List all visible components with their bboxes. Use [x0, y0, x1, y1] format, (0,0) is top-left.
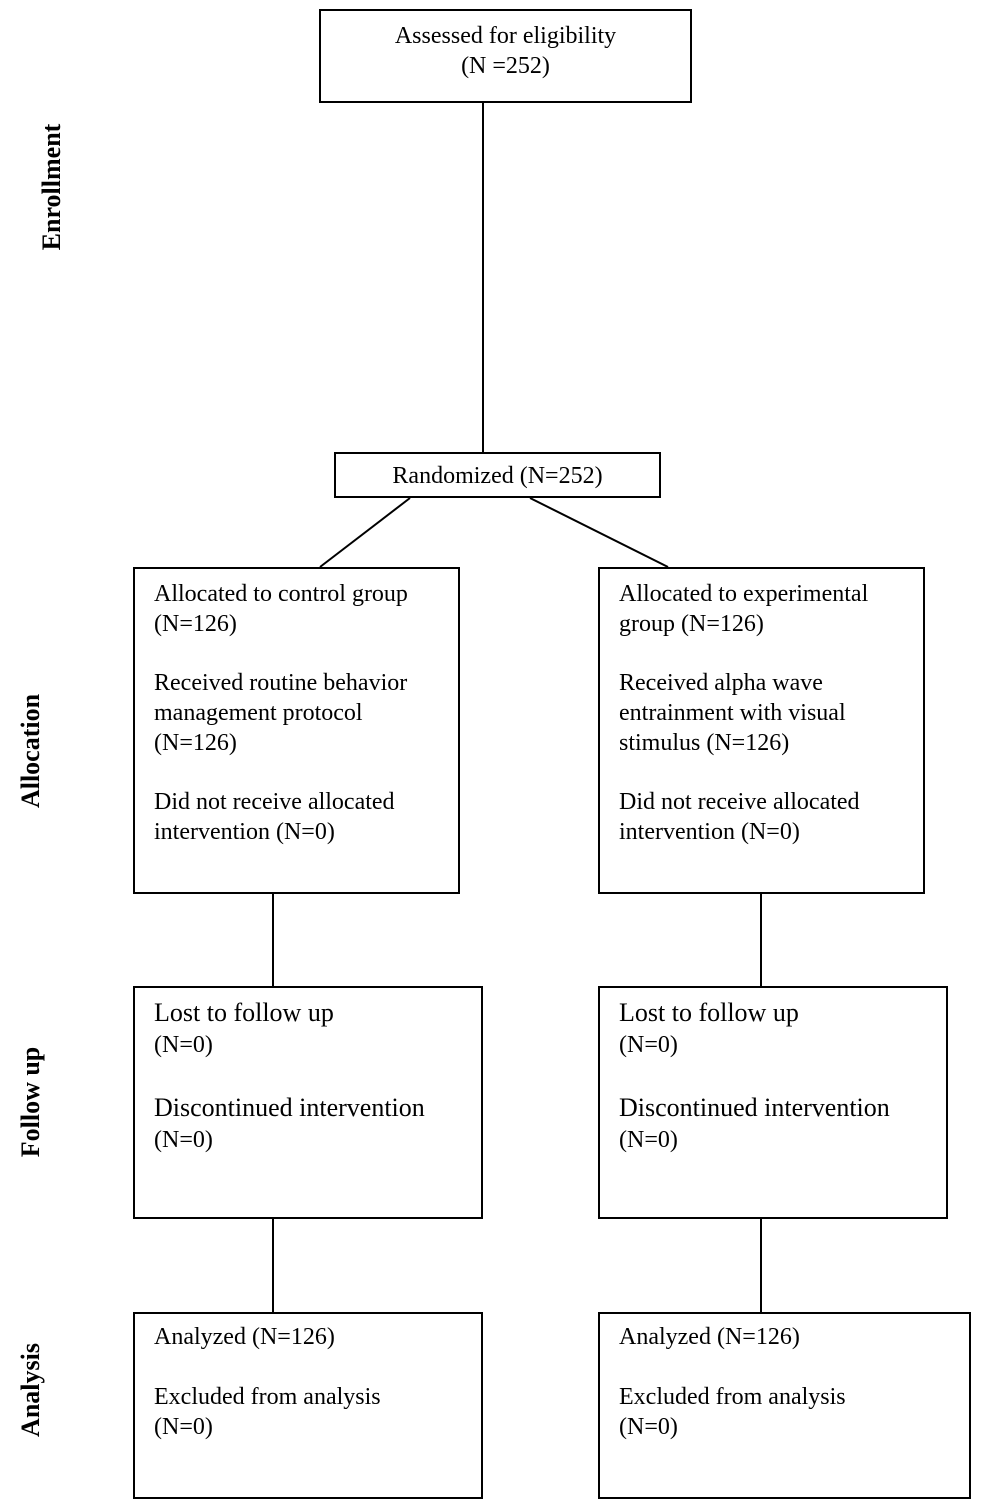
control-followup-box: Lost to follow up (N=0) Discontinued int… [133, 986, 483, 1219]
control-excluded-count: (N=0) [154, 1414, 213, 1440]
experimental-analyzed-label: Analyzed (N=126) [619, 1324, 800, 1350]
stage-label-allocation: Allocation [16, 693, 45, 809]
experimental-not-received-count: intervention (N=0) [619, 819, 800, 845]
experimental-lost-count: (N=0) [619, 1032, 678, 1058]
experimental-not-received-label: Did not receive allocated [619, 789, 860, 815]
connector-randomized-to-control [319, 497, 411, 568]
control-lost-label: Lost to follow up [154, 998, 334, 1027]
stage-label-follow-up: Follow up [16, 1046, 45, 1158]
stage-label-enrollment: Enrollment [37, 123, 66, 251]
experimental-received-count: stimulus (N=126) [619, 730, 790, 756]
control-excluded-label: Excluded from analysis [154, 1384, 381, 1410]
control-analysis-box: Analyzed (N=126) Excluded from analysis … [133, 1312, 483, 1499]
experimental-followup-box: Lost to follow up (N=0) Discontinued int… [598, 986, 948, 1219]
control-received-label: Received routine behavior [154, 670, 408, 696]
randomized-box: Randomized (N=252) [334, 452, 661, 498]
eligibility-box: Assessed for eligibility (N =252) [319, 9, 692, 103]
experimental-allocated-label: Allocated to experimental [619, 581, 869, 607]
control-not-received-label: Did not receive allocated [154, 789, 395, 815]
control-received-label-cont: management protocol [154, 700, 363, 726]
control-allocated-label: Allocated to control group [154, 581, 408, 607]
control-allocation-box: Allocated to control group (N=126) Recei… [133, 567, 460, 894]
control-discontinued-label: Discontinued intervention [154, 1093, 425, 1122]
experimental-allocated-count: group (N=126) [619, 611, 764, 637]
control-analyzed-label: Analyzed (N=126) [154, 1324, 335, 1350]
experimental-allocation-box: Allocated to experimental group (N=126) … [598, 567, 925, 894]
experimental-received-label: Received alpha wave [619, 670, 823, 696]
experimental-analysis-box: Analyzed (N=126) Excluded from analysis … [598, 1312, 971, 1499]
experimental-discontinued-count: (N=0) [619, 1127, 678, 1153]
control-lost-count: (N=0) [154, 1032, 213, 1058]
control-not-received-count: intervention (N=0) [154, 819, 335, 845]
experimental-received-label-cont: entrainment with visual [619, 700, 846, 726]
eligibility-count: (N =252) [461, 53, 550, 79]
control-received-count: (N=126) [154, 730, 237, 756]
experimental-lost-label: Lost to follow up [619, 998, 799, 1027]
experimental-excluded-count: (N=0) [619, 1414, 678, 1440]
randomized-label: Randomized (N=252) [392, 463, 603, 489]
control-discontinued-count: (N=0) [154, 1127, 213, 1153]
experimental-excluded-label: Excluded from analysis [619, 1384, 846, 1410]
experimental-discontinued-label: Discontinued intervention [619, 1093, 890, 1122]
control-allocated-count: (N=126) [154, 611, 237, 637]
stage-label-analysis: Analysis [16, 1343, 45, 1437]
eligibility-label: Assessed for eligibility [394, 23, 617, 49]
connector-randomized-to-experimental [529, 497, 669, 568]
